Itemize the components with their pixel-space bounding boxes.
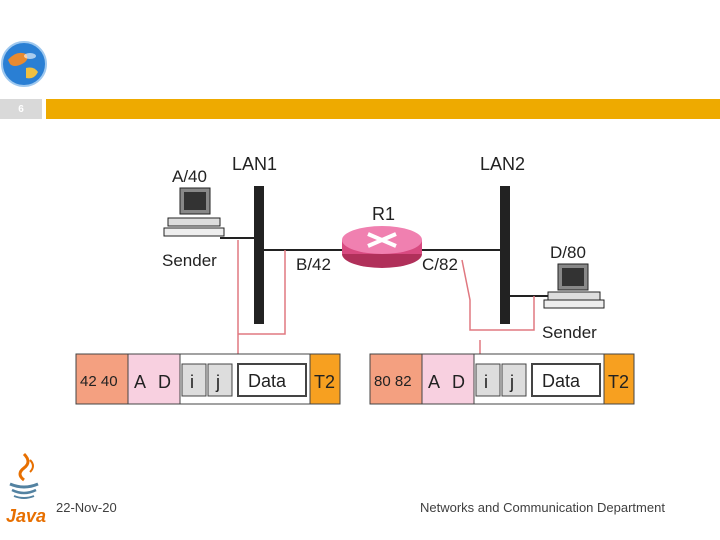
iface-c-label: C/82 — [422, 255, 458, 274]
router-icon — [342, 226, 422, 268]
slide-number: 6 — [0, 99, 42, 119]
java-logo-icon: Java — [6, 452, 46, 526]
frame1-trailer: T2 — [314, 372, 335, 392]
host-d-addr: D/80 — [550, 243, 586, 262]
header-bar — [46, 99, 720, 119]
frame1-i: i — [190, 372, 194, 392]
frame1-d: D — [158, 372, 171, 392]
frame1-data: Data — [248, 371, 287, 391]
lan1-label: LAN1 — [232, 154, 277, 174]
frame2-a: A — [428, 372, 440, 392]
frame2-i: i — [484, 372, 488, 392]
computer-icon — [163, 187, 225, 237]
frame-1: 42 40 A D i j Data T2 — [75, 353, 341, 405]
frame2-d: D — [452, 372, 465, 392]
host-d-role: Sender — [542, 323, 597, 342]
lan2-bus — [500, 186, 510, 324]
frame2-data: Data — [542, 371, 581, 391]
iface-b-label: B/42 — [296, 255, 331, 274]
footer-department: Networks and Communication Department — [420, 500, 665, 515]
frame-2: 80 82 A D i j Data T2 — [369, 353, 635, 405]
host-a-addr: A/40 — [172, 167, 207, 186]
footer-date: 22-Nov-20 — [56, 500, 117, 515]
router-label: R1 — [372, 204, 395, 224]
lan1-bus — [254, 186, 264, 324]
frame2-j: j — [509, 372, 514, 392]
frame1-mac: 42 40 — [80, 373, 118, 390]
computer-icon — [543, 263, 605, 309]
lan2-label: LAN2 — [480, 154, 525, 174]
globe-logo-icon — [1, 41, 47, 87]
java-logo-text: Java — [6, 506, 46, 526]
frame2-trailer: T2 — [608, 372, 629, 392]
frame1-j: j — [215, 372, 220, 392]
frame1-a: A — [134, 372, 146, 392]
host-a-role: Sender — [162, 251, 217, 270]
frame2-mac: 80 82 — [374, 373, 412, 390]
network-diagram: LAN1 LAN2 R1 B/42 C/82 A/40 Sender D/80 … — [75, 154, 635, 405]
